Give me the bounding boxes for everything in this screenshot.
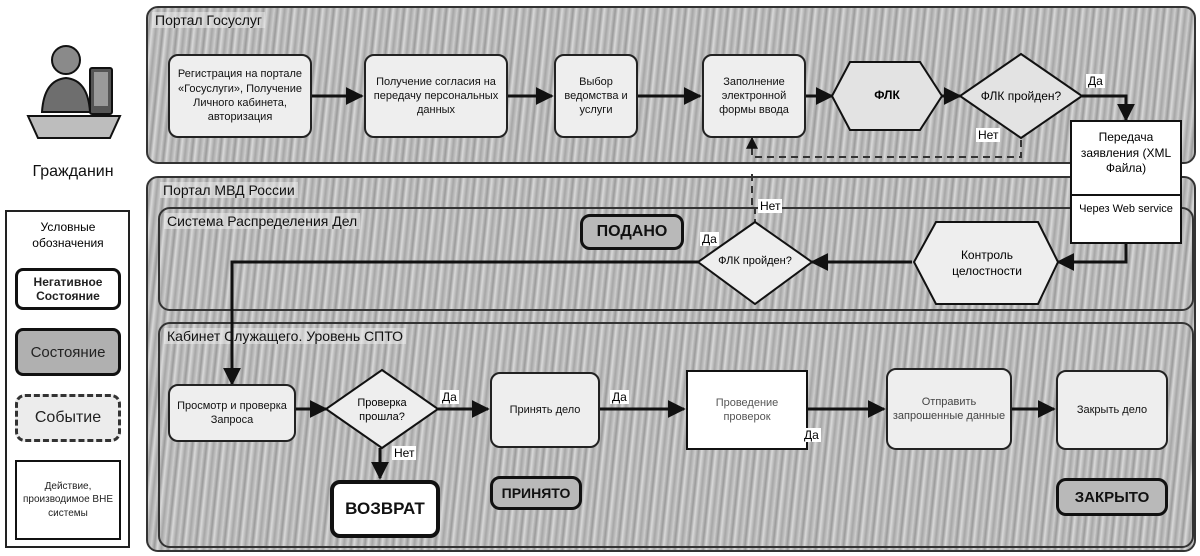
lane-distribution-title: Система Распределения Дел bbox=[164, 213, 361, 229]
check-decision-diamond bbox=[324, 368, 440, 450]
node-flk-label: ФЛК bbox=[874, 88, 900, 102]
node-via-web-service: Через Web service bbox=[1079, 203, 1173, 215]
flk-decision-1-diamond bbox=[958, 52, 1084, 140]
node-transfer: Передача заявления (XML Файла) bbox=[1080, 130, 1172, 176]
edge-flk2-review bbox=[223, 260, 700, 386]
node-transfer-divider bbox=[1072, 194, 1180, 196]
node-send-data: Отправить запрошенные данные bbox=[886, 368, 1012, 450]
edge-label-yes-accept: Да bbox=[610, 390, 629, 404]
edge-label-yes-check: Да bbox=[440, 390, 459, 404]
node-transfer-box: Передача заявления (XML Файла) Через Web… bbox=[1070, 120, 1182, 244]
edge-label-yes-checks: Да bbox=[802, 428, 821, 442]
node-select-service: Выбор ведомства и услуги bbox=[554, 54, 638, 138]
state-accepted: ПРИНЯТО bbox=[490, 476, 582, 510]
node-review: Просмотр и проверка Запроса bbox=[168, 384, 296, 442]
state-closed: ЗАКРЫТО bbox=[1056, 478, 1168, 516]
node-consent: Получение согласия на передачу персональ… bbox=[364, 54, 508, 138]
integrity-hexagon bbox=[912, 221, 1060, 305]
edge-label-yes-flk2: Да bbox=[700, 232, 719, 246]
legend-external-action: Действие, производимое ВНЕ системы bbox=[15, 460, 121, 540]
node-integrity-label: Контроль целостности bbox=[952, 248, 1022, 278]
node-accept-case: Принять дело bbox=[490, 372, 600, 448]
node-flk-passed-1-label: ФЛК пройден? bbox=[980, 89, 1062, 103]
node-check-passed-label: Проверка прошла? bbox=[357, 397, 407, 424]
node-checks: Проведение проверок bbox=[686, 370, 808, 450]
flk-hexagon bbox=[830, 61, 944, 131]
edge-label-no-flk1: Нет bbox=[976, 128, 1001, 142]
node-registration: Регистрация на портале «Госуслуги», Полу… bbox=[168, 54, 312, 138]
legend-event: Событие bbox=[15, 394, 121, 442]
legend-panel: Условные обозначения Негативное Состояни… bbox=[5, 210, 130, 548]
lane-mvd-title: Портал МВД России bbox=[160, 182, 298, 198]
legend-title: Условные обозначения bbox=[32, 220, 104, 250]
lane-gosuslugi-title: Портал Госуслуг bbox=[152, 12, 265, 28]
node-flk-passed-2-label: ФЛК пройден? bbox=[718, 255, 792, 267]
edge-label-no-check: Нет bbox=[392, 446, 417, 460]
actor-label: Гражданин bbox=[32, 163, 114, 180]
edge-label-yes-flk1: Да bbox=[1086, 74, 1105, 88]
edge-label-no-flk2: Нет bbox=[758, 199, 783, 213]
legend-negative-state: Негативное Состояние bbox=[15, 268, 121, 310]
node-close-case: Закрыть дело bbox=[1056, 370, 1168, 450]
state-returned: ВОЗВРАТ bbox=[330, 480, 440, 538]
lane-cabinet-title: Кабинет Служащего. Уровень СПТО bbox=[164, 328, 407, 344]
edge-decision-transfer bbox=[1082, 94, 1135, 122]
legend-state: Состояние bbox=[15, 328, 121, 376]
flk-decision-2-diamond bbox=[696, 220, 814, 306]
edge-transfer-integrity bbox=[1056, 244, 1128, 271]
state-submitted: ПОДАНО bbox=[580, 214, 684, 250]
citizen-at-computer-icon bbox=[26, 45, 122, 139]
node-fill-form: Заполнение электронной формы ввода bbox=[702, 54, 806, 138]
